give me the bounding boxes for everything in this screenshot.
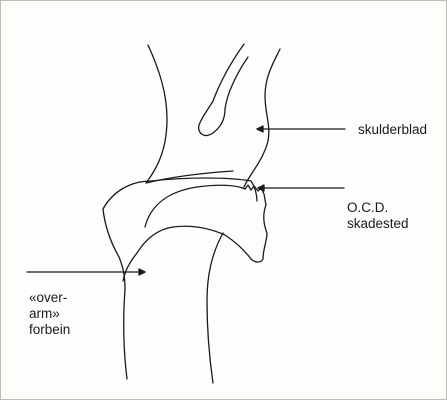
label-ocd-line2: skadested xyxy=(347,216,409,232)
label-overarm-forbein: «over- arm» forbein xyxy=(29,290,70,338)
ocd-lesion-contour xyxy=(123,185,267,281)
humerus-shaft-right xyxy=(207,233,223,383)
arrow-forbein-head xyxy=(139,269,145,275)
label-ocd-line1: O.C.D. xyxy=(347,200,409,216)
label-forbein-line1: «over- xyxy=(29,290,70,306)
humeral-head-left xyxy=(103,209,125,289)
label-ocd-skadested: O.C.D. skadested xyxy=(347,200,409,232)
scapula-right-outline xyxy=(244,49,280,187)
arrow-skulderblad-head xyxy=(257,126,263,132)
glenoid-rim xyxy=(146,171,233,183)
articular-surface-curve xyxy=(145,185,245,227)
label-skulderblad: skulderblad xyxy=(358,122,427,138)
label-forbein-line3: forbein xyxy=(29,322,70,338)
label-skulderblad-text: skulderblad xyxy=(358,122,427,138)
humeral-head-outline xyxy=(103,178,257,209)
humerus-shaft-left xyxy=(124,289,127,379)
label-forbein-line2: arm» xyxy=(29,306,70,322)
scapula-inner-contour xyxy=(199,44,248,135)
scapula-left-outline xyxy=(146,45,167,183)
